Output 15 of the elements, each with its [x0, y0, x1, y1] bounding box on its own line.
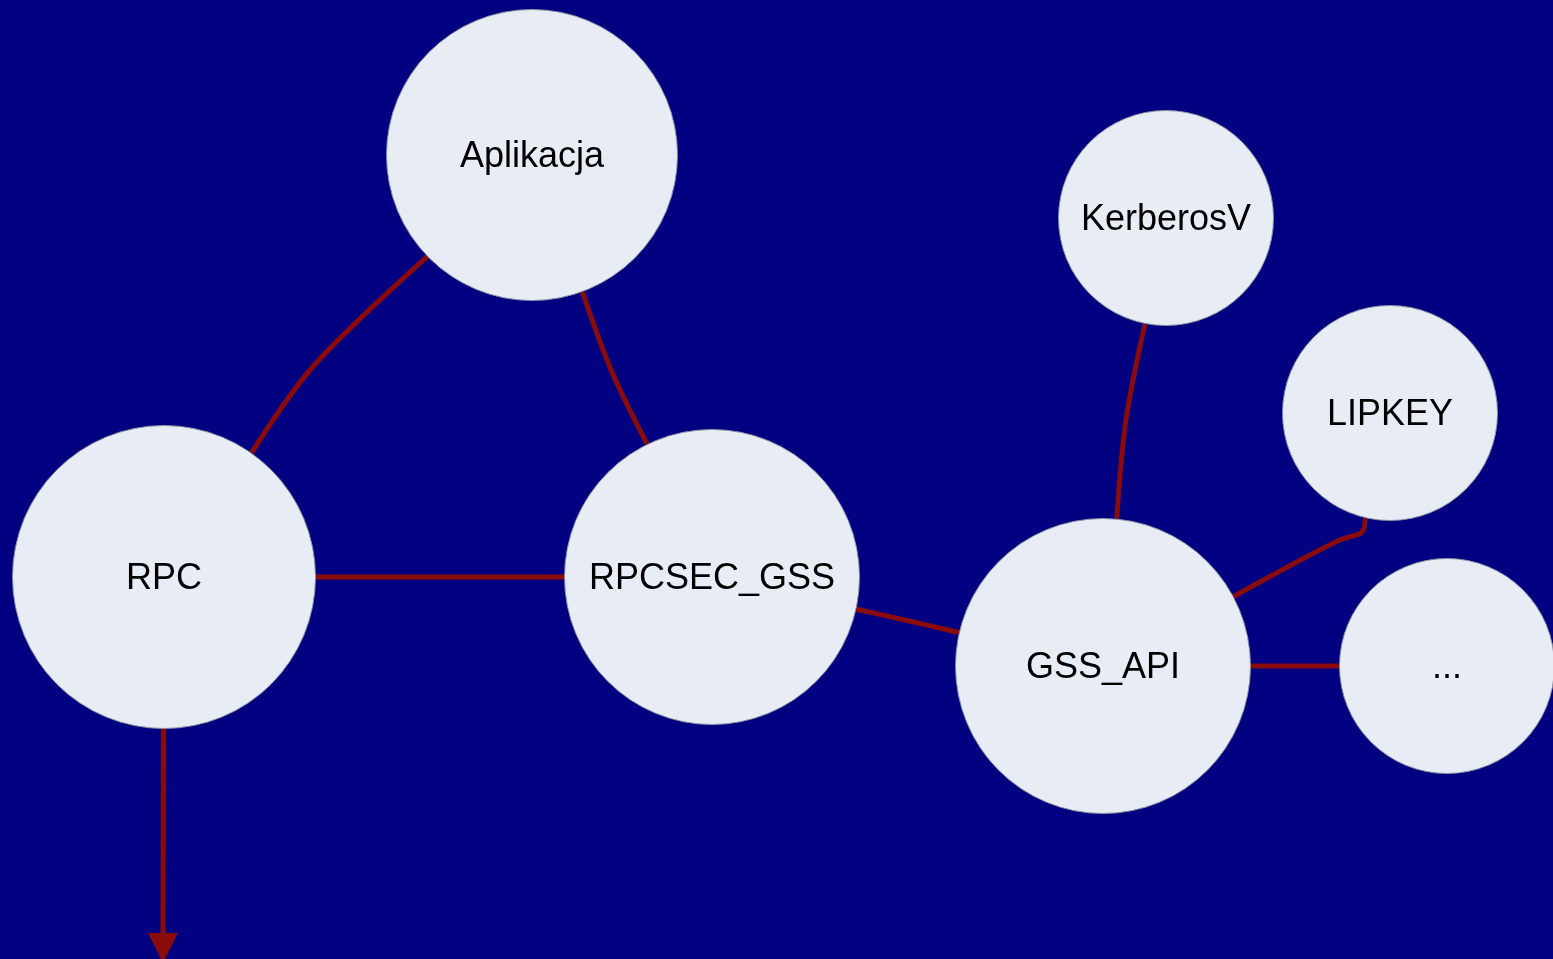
connector-line	[1232, 518, 1368, 599]
node-label: LIPKEY	[1326, 392, 1454, 434]
connector-line	[1251, 663, 1339, 669]
arrow	[148, 729, 178, 959]
node-label: RPC	[126, 556, 202, 598]
connector-line	[580, 291, 650, 446]
node-label: Aplikacja	[459, 134, 605, 176]
node-label: KerberosV	[1080, 197, 1252, 239]
connector-line	[316, 574, 564, 580]
connector-line	[249, 254, 429, 455]
node-label: ...	[1432, 645, 1462, 687]
connector-line	[855, 606, 960, 635]
connector-line	[1114, 323, 1148, 519]
node-label: GSS_API	[1025, 645, 1181, 687]
node-label: RPCSEC_GSS	[588, 556, 836, 598]
